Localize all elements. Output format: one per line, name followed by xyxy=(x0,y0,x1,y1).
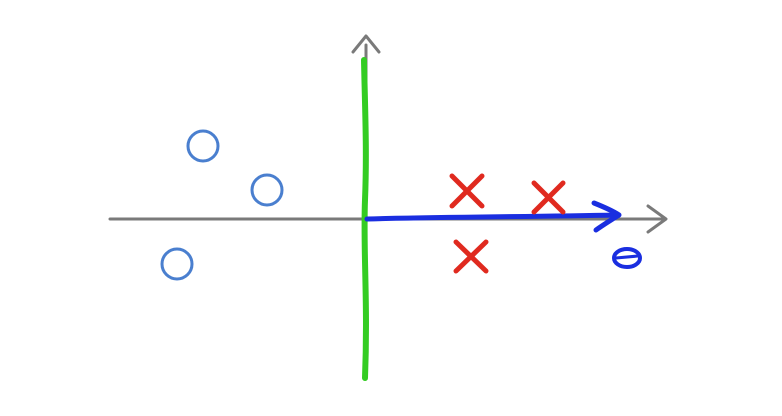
x-axis-arrowhead xyxy=(646,204,668,234)
theta-symbol-icon xyxy=(612,247,642,269)
positive-class-markers xyxy=(449,173,566,274)
theta-vector-arrowhead xyxy=(591,200,622,233)
y-axis-arrowhead xyxy=(351,34,381,54)
negative-class-markers xyxy=(160,129,284,281)
negative-sample-marker xyxy=(160,247,194,281)
negative-sample-marker xyxy=(250,173,284,207)
theta-symbol-bar xyxy=(614,254,640,260)
positive-sample-marker xyxy=(531,180,566,215)
positive-sample-marker xyxy=(449,173,485,209)
theta-vector xyxy=(364,200,622,233)
decision-boundary-line xyxy=(361,57,369,381)
theta-label-group xyxy=(612,247,642,269)
positive-sample-marker xyxy=(453,239,489,274)
negative-sample-marker xyxy=(186,129,220,163)
